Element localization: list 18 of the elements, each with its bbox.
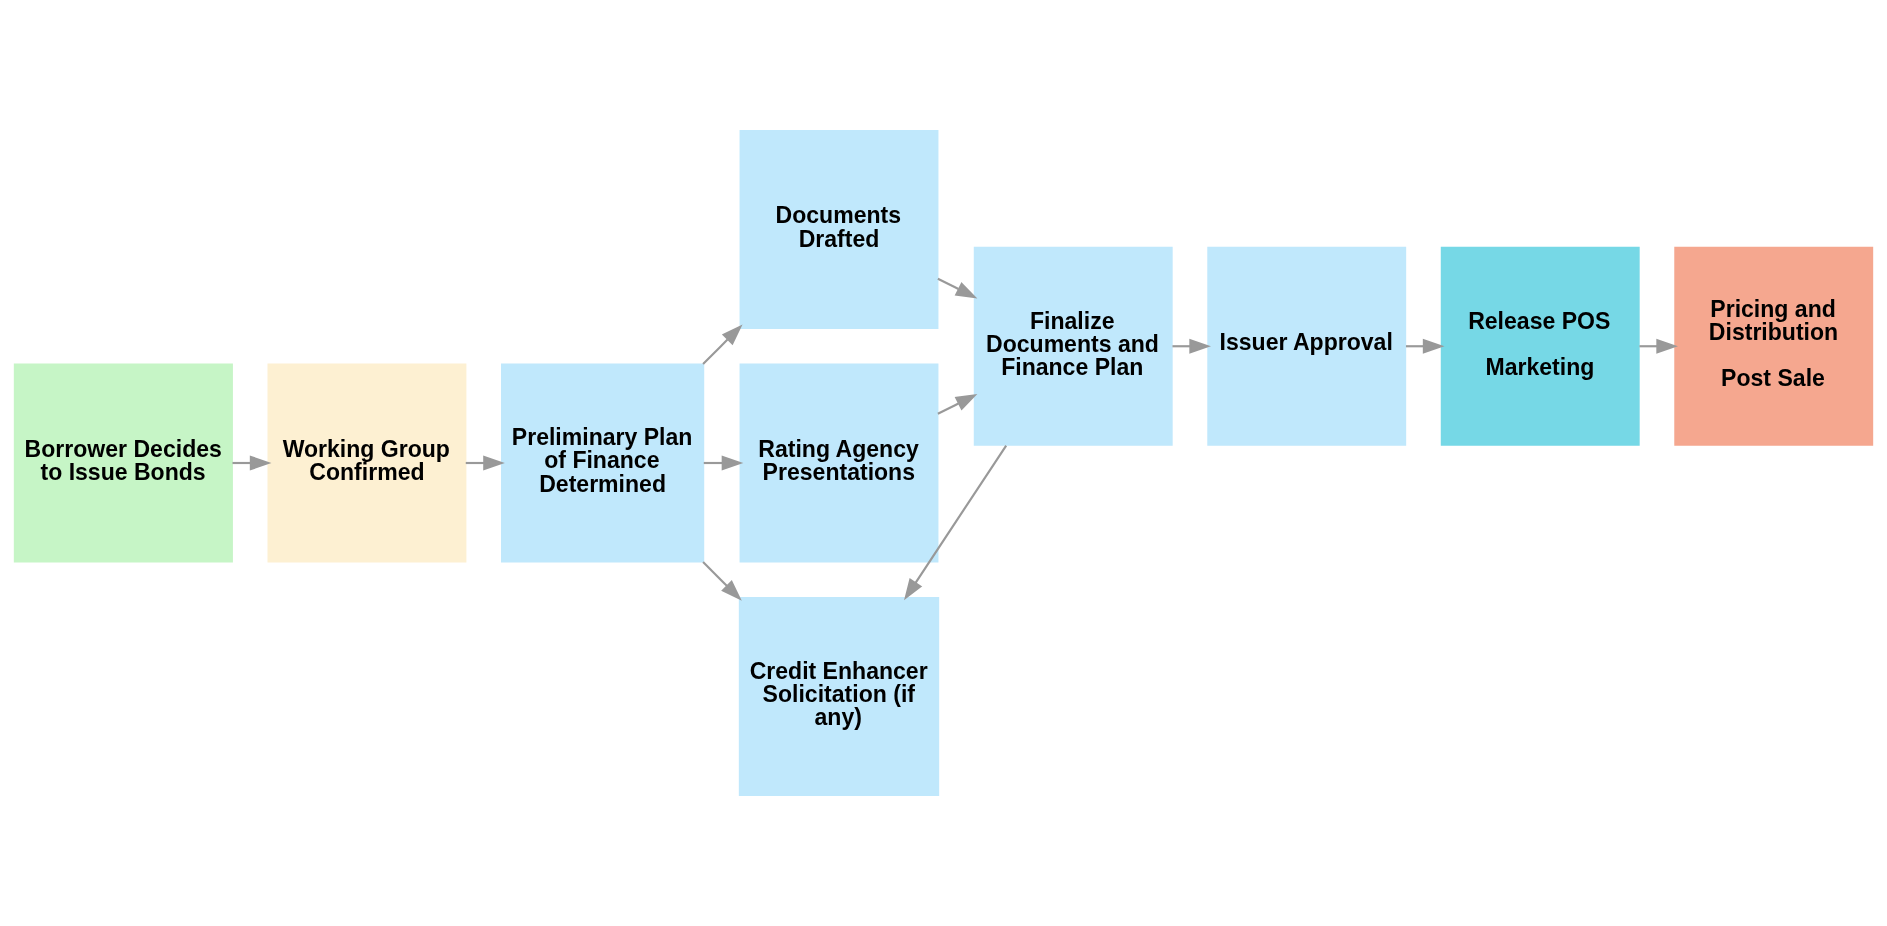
arrow: [702, 324, 743, 365]
node-box: Release POS Marketing: [1440, 246, 1640, 446]
arrow: [702, 561, 742, 601]
node-box: Preliminary Plan of Finance Determined: [501, 363, 705, 563]
node-box: Issuer Approval: [1207, 246, 1407, 446]
arrow: [937, 277, 978, 299]
node-box: Documents Drafted: [739, 130, 939, 329]
node-box: Credit Enhancer Solicitation (if any): [738, 597, 940, 796]
arrow: [703, 455, 744, 471]
node-box: Finalize Documents and Finance Plan: [973, 246, 1173, 446]
node-box: Pricing and Distribution Post Sale: [1674, 246, 1874, 446]
node-box: Working Group Confirmed: [267, 363, 467, 563]
node-box: Borrower Decides to Issue Bonds: [13, 363, 233, 563]
arrow: [904, 444, 1008, 601]
arrow: [465, 455, 505, 471]
arrow: [232, 455, 272, 471]
node-box: Rating Agency Presentations: [739, 363, 939, 563]
arrow: [937, 393, 978, 415]
